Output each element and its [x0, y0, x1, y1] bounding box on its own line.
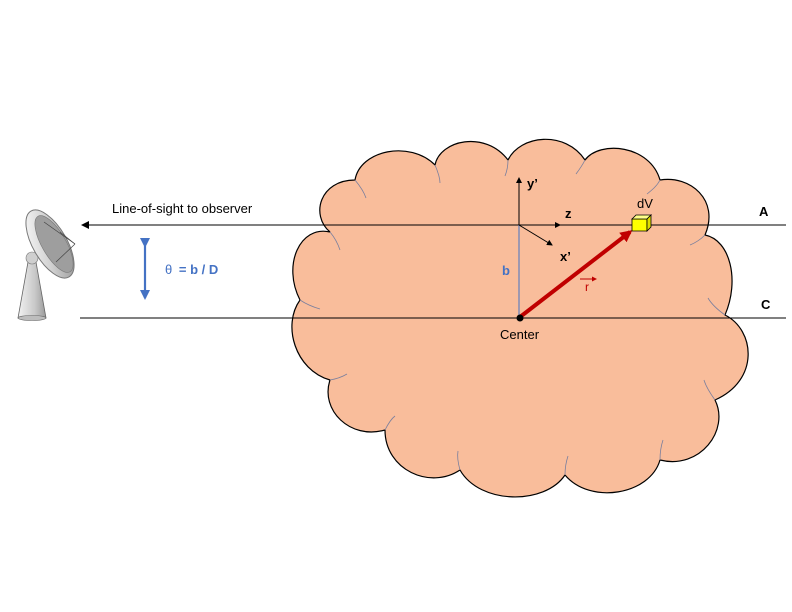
z-axis-label: z: [565, 206, 572, 221]
center-point: [516, 314, 524, 322]
angle-formula: θ = b / D: [165, 262, 218, 277]
vector-r-label: r: [585, 280, 589, 294]
line-c-label: C: [761, 297, 771, 312]
x-axis-label: x’: [560, 249, 571, 264]
radio-telescope-icon: [17, 209, 76, 321]
x-axis: [518, 224, 553, 246]
y-axis-label: y’: [527, 176, 538, 191]
theta-symbol: θ: [165, 262, 172, 277]
volume-element-icon: [631, 214, 652, 232]
center-label: Center: [500, 327, 540, 342]
angle-equation: = b / D: [179, 262, 218, 277]
line-of-sight-label: Line-of-sight to observer: [112, 201, 253, 216]
position-vector: [518, 230, 633, 319]
cloud-creases: [299, 159, 726, 476]
volume-element-label: dV: [637, 196, 653, 211]
impact-parameter-label: b: [502, 263, 510, 278]
line-a-label: A: [759, 204, 769, 219]
